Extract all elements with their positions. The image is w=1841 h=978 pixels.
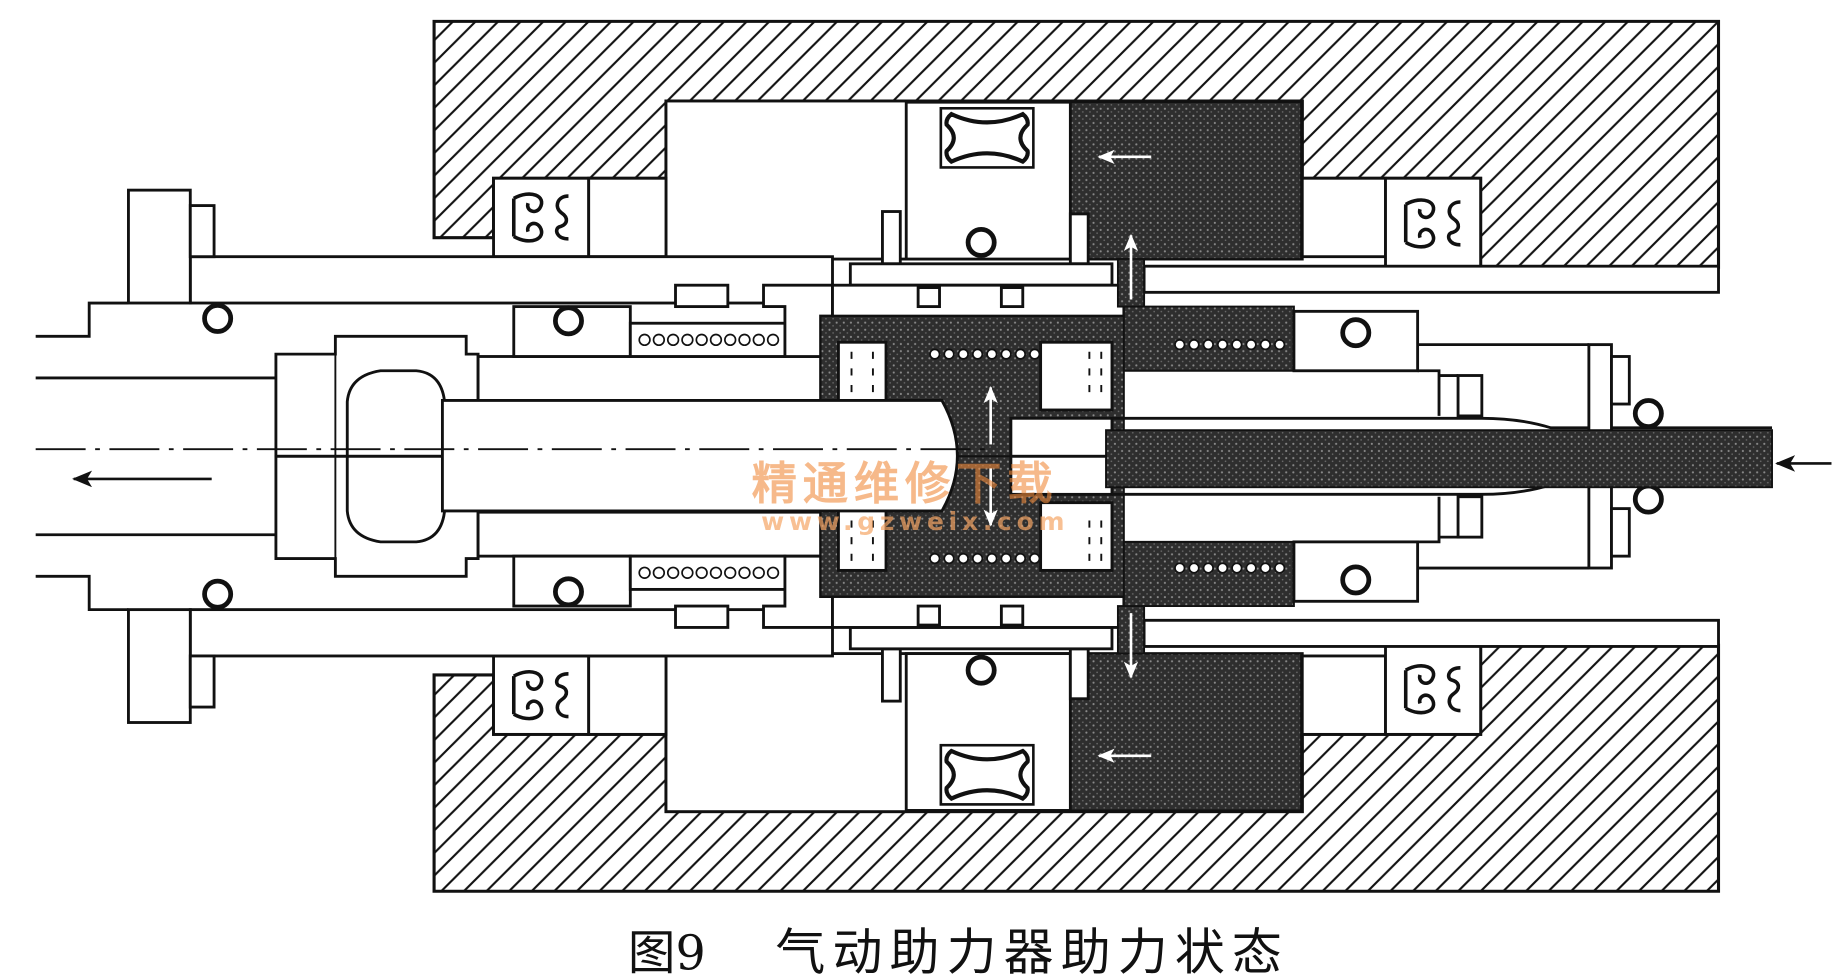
spring-coil bbox=[724, 333, 737, 347]
valve-body-o-ring bbox=[553, 305, 584, 337]
watermark-url: www.gzweix.com bbox=[761, 507, 1069, 536]
spring-coil bbox=[1274, 339, 1286, 351]
spring-coil bbox=[957, 348, 969, 360]
right-sleeve-o-ring bbox=[1340, 317, 1372, 349]
control-valve-chamber bbox=[1122, 291, 1295, 372]
input-push-rod bbox=[1105, 429, 1773, 489]
piston-retainer-left bbox=[881, 210, 902, 266]
spring-coil bbox=[709, 333, 723, 347]
spring-coil bbox=[666, 333, 680, 347]
spring-coil bbox=[1216, 339, 1229, 351]
hub-collar bbox=[831, 283, 1126, 318]
spring-coil bbox=[1000, 348, 1012, 360]
pressurized-air-chamber bbox=[1069, 101, 1303, 261]
spring-coil bbox=[929, 348, 941, 360]
hub-key-right bbox=[999, 286, 1025, 309]
spring-coil bbox=[971, 348, 984, 360]
left-sleeve-o-ring bbox=[202, 303, 234, 334]
spring-seat-right bbox=[1039, 340, 1114, 412]
valve-spring bbox=[1174, 339, 1286, 351]
valve-body-bore bbox=[476, 355, 823, 402]
piston-o-ring bbox=[965, 226, 997, 258]
spring-coil bbox=[986, 348, 998, 360]
spring-coil bbox=[1188, 339, 1200, 351]
spring-coil bbox=[766, 333, 780, 347]
left-lock-washer bbox=[188, 204, 216, 259]
piston-hub-plate bbox=[848, 262, 1114, 287]
right-tube bbox=[1142, 264, 1720, 294]
input-flange-washer bbox=[1610, 355, 1631, 406]
left-bushing bbox=[587, 176, 668, 259]
upper-half-assembly bbox=[35, 99, 1773, 458]
valve-key bbox=[674, 283, 730, 309]
figure-title: 气动助力器助力状态 bbox=[775, 924, 1289, 978]
ball-socket bbox=[345, 369, 447, 457]
spring-coil bbox=[1259, 339, 1271, 351]
spring-coil bbox=[638, 333, 651, 347]
spring-seat-right-marks bbox=[1088, 351, 1103, 393]
plunger-seal bbox=[1456, 374, 1484, 418]
spring-coil bbox=[1014, 348, 1026, 360]
right-sleeve-step bbox=[1417, 343, 1589, 416]
left-shaft-step bbox=[35, 301, 129, 338]
spring-coil bbox=[652, 333, 666, 347]
spring-coil bbox=[738, 333, 751, 347]
spring-coil bbox=[1174, 339, 1186, 351]
spring-coil bbox=[1202, 339, 1214, 351]
left-lock-nut bbox=[127, 188, 192, 305]
right-bushing bbox=[1300, 176, 1387, 259]
spring-coil bbox=[752, 333, 765, 347]
spring-coil bbox=[1029, 348, 1041, 360]
spring-coil bbox=[1245, 339, 1257, 351]
watermark-brand: 精通维修下载 bbox=[752, 457, 1059, 510]
piston-retainer-right bbox=[1068, 212, 1090, 266]
spring-seat-left-marks bbox=[850, 351, 874, 393]
left-seal-housing bbox=[492, 176, 591, 259]
spring-coil bbox=[695, 333, 708, 347]
hub-key-left bbox=[916, 286, 941, 309]
input-flange-o-ring bbox=[1632, 398, 1664, 429]
plunger-outline bbox=[1111, 416, 1773, 430]
return-spring bbox=[638, 333, 780, 347]
piston-quad-ring bbox=[941, 108, 1034, 167]
reaction-spring bbox=[929, 348, 1041, 360]
outer-sleeve bbox=[188, 255, 834, 305]
output-push-rod bbox=[440, 399, 959, 513]
input-plunger bbox=[1009, 416, 1114, 458]
right-seal-housing bbox=[1384, 176, 1483, 269]
spring-coil bbox=[681, 333, 694, 347]
spring-coil bbox=[943, 348, 955, 360]
figure-number: 图9 bbox=[628, 927, 706, 978]
spring-coil bbox=[1231, 339, 1243, 351]
